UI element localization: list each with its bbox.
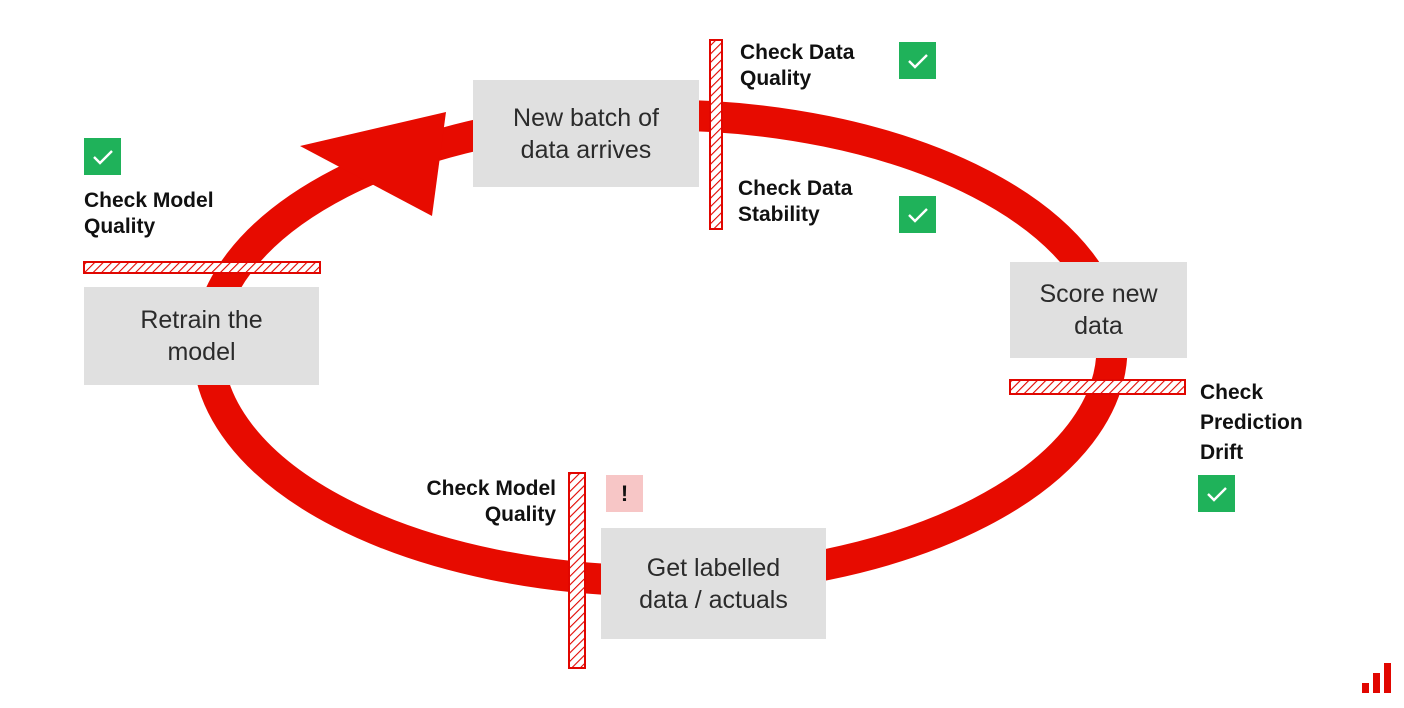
step-labelled-label: Get labelled data / actuals <box>639 553 788 614</box>
check-prediction-drift-label: Check Prediction Drift <box>1200 381 1303 464</box>
warning-mark: ! <box>620 480 629 506</box>
model-quality-retrain-checkmark-icon <box>84 138 121 175</box>
step-score-new-data: Score new data <box>1010 262 1187 358</box>
bar-chart-logo-icon <box>1362 663 1394 693</box>
gate-model-quality-labelled <box>568 472 586 669</box>
step-retrain-model: Retrain the model <box>84 287 319 385</box>
check-data-stability-label: Check Data Stability <box>738 177 853 226</box>
prediction-drift-checkmark-icon <box>1198 475 1235 512</box>
check-model-quality-retrain-label: Check Model Quality <box>84 189 214 238</box>
data-quality-checkmark-icon <box>899 42 936 79</box>
step-new-batch-label: New batch of data arrives <box>513 103 659 164</box>
cycle-direction-arrow-icon <box>300 112 446 216</box>
data-stability-checkmark-icon <box>899 196 936 233</box>
step-score-label: Score new data <box>1039 280 1158 340</box>
check-model-quality-labelled-label: Check Model Quality <box>426 477 556 526</box>
model-quality-warning-icon: ! <box>606 475 643 512</box>
gate-model-quality-retrain <box>83 261 321 274</box>
step-retrain-label: Retrain the model <box>140 306 263 366</box>
step-get-labelled-data: Get labelled data / actuals <box>601 528 826 639</box>
step-new-batch: New batch of data arrives <box>473 80 699 187</box>
gate-data-quality-stability <box>709 39 723 230</box>
check-data-quality-label: Check Data Quality <box>740 41 855 90</box>
gate-prediction-drift <box>1009 379 1186 395</box>
